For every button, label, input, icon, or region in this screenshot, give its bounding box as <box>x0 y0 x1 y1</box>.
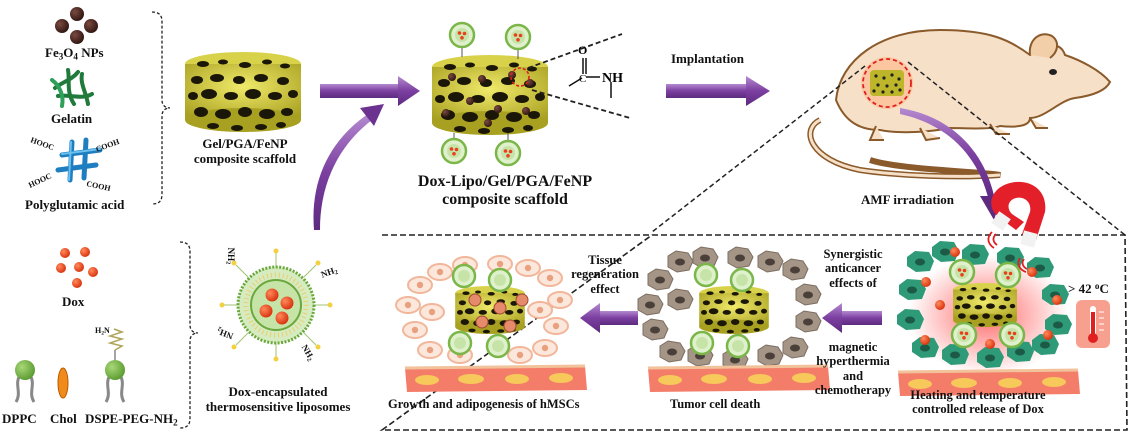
thermometer-icon <box>1076 300 1110 348</box>
temperature-unit: C <box>1099 281 1109 297</box>
dox-lipo-label-line2: composite scaffold <box>442 191 568 209</box>
heating-label-line1: Heating and temperature <box>910 388 1046 402</box>
polyglutamic-acid-label: Polyglutamic acid <box>25 197 125 212</box>
pga-group-1: HOOC <box>29 135 55 152</box>
temperature-value: > 42 <box>1068 281 1095 297</box>
h2n-label: H2N <box>95 326 110 337</box>
arrow-to-dox-scaffold <box>320 76 420 106</box>
amide-carbon-label: C <box>579 73 586 85</box>
synergy-line6: and <box>842 368 864 383</box>
h2n-label-n: N <box>104 326 110 335</box>
fe3o4-label-fe: Fe <box>45 45 59 60</box>
synergy-line4: magnetic <box>828 340 878 354</box>
gelatin-label: Gelatin <box>51 111 93 126</box>
fe3o4-label-sub3: 3 <box>58 51 64 62</box>
materials-brace-top <box>151 11 171 205</box>
h2n-label-sub: 2 <box>101 330 105 337</box>
synergy-label-top: Synergistic anticancer effects of <box>805 247 901 290</box>
dspe-peg-nh2-lipid-icon <box>104 328 126 403</box>
hmsc-growth-label: Growth and adipogenesis of hMSCs <box>388 397 580 411</box>
temperature-label: > 42 oC <box>1068 281 1109 297</box>
temperature-degree: o <box>1094 281 1100 291</box>
nh2-1-text: NH <box>226 247 237 262</box>
scaffold-label-line2: composite scaffold <box>193 150 297 166</box>
fe3o4-label: Fe3O4 NPs <box>45 45 104 62</box>
arrow-tissue-regeneration <box>580 303 638 333</box>
dox-lipo-scaffold-label: Dox-Lipo/Gel/PGA/FeNP composite scaffold <box>405 173 605 210</box>
zoom-lines <box>527 33 631 119</box>
heating-label-line2: controlled release of Dox <box>912 402 1044 417</box>
tissue-line3: effect <box>590 281 620 296</box>
heating-label: Heating and temperature controlled relea… <box>898 388 1058 417</box>
dox-lipo-label-line1: Dox-Lipo/Gel/PGA/FeNP <box>417 173 593 190</box>
mouse-zoom-lines <box>651 61 1126 236</box>
gel-pga-fenp-scaffold-icon <box>185 52 301 132</box>
gelatin-icon <box>50 68 94 108</box>
dox-lipo-scaffold-icon <box>432 21 548 167</box>
hmsc-growth-scene <box>395 255 589 394</box>
liposome-label-line1: Dox-encapsulated <box>228 384 328 399</box>
tissue-line2: regeneration <box>571 267 639 282</box>
synergy-line1: Synergistic <box>823 247 883 261</box>
tissue-line1: Tissue <box>588 253 622 267</box>
h2n-label-h: H <box>95 326 102 335</box>
chol-label: Chol <box>50 411 77 426</box>
liposome-label-line2: thermosensitive liposomes <box>205 398 351 414</box>
pga-group-3: HOOC <box>27 171 53 190</box>
curved-arrow-liposome-to-scaffold <box>313 104 384 230</box>
pga-group-2: COOH <box>95 137 122 154</box>
cholesterol-icon <box>57 367 69 399</box>
synergy-line7: chemotherapy <box>814 383 892 398</box>
fe3o4-label-sub4: 4 <box>73 51 78 62</box>
dppc-label: DPPC <box>2 411 37 426</box>
dppc-lipid-icon <box>14 360 36 403</box>
magnet-icon <box>987 181 1046 273</box>
arrow-synergy <box>822 303 882 333</box>
tumor-cell-death-label: Tumor cell death <box>670 397 761 411</box>
fe3o4-label-nps: NPs <box>77 45 104 60</box>
synergy-line3: effects of <box>829 275 877 290</box>
process-panel-border <box>379 234 1128 431</box>
arrow-implantation <box>666 76 770 106</box>
tissue-regeneration-label: Tissue regeneration effect <box>567 253 643 296</box>
synergy-line5: hyperthermia <box>816 354 890 369</box>
materials-brace-bottom <box>179 241 199 429</box>
dspe-label-sub: 2 <box>173 417 178 428</box>
liposome-nh2-label-1: NH2 <box>224 247 237 265</box>
pga-group-4: COOH <box>86 179 113 193</box>
amide-nh-label: NH <box>602 71 623 86</box>
dox-label: Dox <box>62 294 85 309</box>
nh2-1-sub: 2 <box>224 261 232 265</box>
amf-irradiation-label: AMF irradiation <box>861 192 955 207</box>
dox-molecules-icon <box>56 247 98 288</box>
dspe-peg-nh2-label: DSPE-PEG-NH2 <box>85 411 178 428</box>
implantation-label: Implantation <box>671 51 744 66</box>
dspe-label-base: DSPE-PEG-NH <box>85 411 174 426</box>
fe3o4-label-o: O <box>63 45 74 60</box>
mouse-icon <box>807 28 1112 180</box>
implanted-scaffold-marker <box>861 57 913 109</box>
amide-oxygen-label: O <box>578 43 587 57</box>
liposome-label: Dox-encapsulated thermosensitive liposom… <box>198 384 358 415</box>
synergy-line2: anticancer <box>824 261 882 276</box>
polyglutamic-acid-icon: HOOC COOH HOOC COOH <box>27 135 121 193</box>
scaffold-label-line1: Gel/PGA/FeNP <box>202 136 288 151</box>
gel-pga-fenp-scaffold-label: Gel/PGA/FeNP composite scaffold <box>185 136 305 167</box>
tumor-death-scene <box>637 246 832 394</box>
amide-bond-structure <box>568 58 612 98</box>
thermosensitive-liposome-icon <box>219 248 333 362</box>
fe3o4-nanoparticles-icon <box>55 7 98 44</box>
synergy-label-bottom: magnetic hyperthermia and chemotherapy <box>805 340 901 398</box>
heating-scene <box>896 241 1082 398</box>
